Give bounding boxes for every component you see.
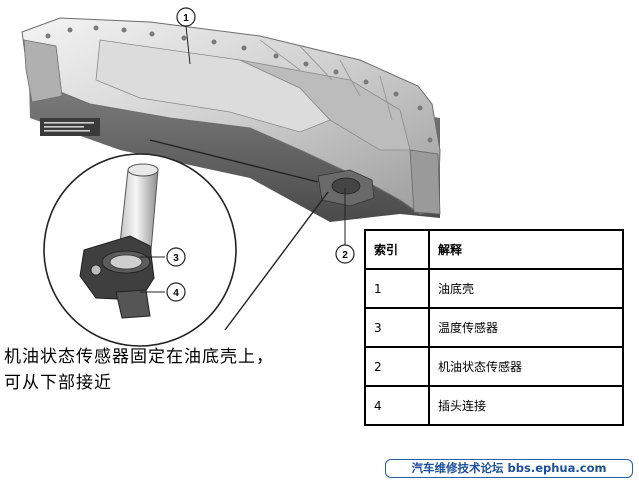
oil-condition-sensor [79, 163, 159, 319]
legend-row: 2 机油状态传感器 [364, 346, 624, 387]
legend-row: 1 油底壳 [364, 268, 624, 309]
legend-row-description: 插头连接 [428, 385, 624, 426]
callout-2-label: 2 [342, 250, 348, 261]
legend-row-index: 3 [364, 307, 430, 348]
callout-4-label: 4 [173, 288, 179, 299]
callout-leaders [140, 25, 346, 293]
callout-3: 3 [166, 247, 186, 267]
callout-1: 1 [176, 7, 196, 27]
legend-header-description: 解释 [428, 229, 624, 270]
callout-4: 4 [166, 282, 186, 302]
legend-row-index: 1 [364, 268, 430, 309]
callout-1-label: 1 [183, 13, 189, 24]
legend-row-description: 温度传感器 [428, 307, 624, 348]
watermark: 汽车维修技术论坛 bbs.ephua.com [385, 459, 633, 478]
caption: 机油状态传感器固定在油底壳上， 可从下部接近 [4, 344, 354, 396]
legend-header-row: 索引 解释 [364, 229, 624, 270]
legend-row: 3 温度传感器 [364, 307, 624, 348]
legend-row-index: 2 [364, 346, 430, 387]
legend-table: 索引 解释 1 油底壳 3 温度传感器 2 机油状态传感器 4 插头连接 [364, 229, 624, 426]
legend-row-description: 油底壳 [428, 268, 624, 309]
legend-header-index: 索引 [364, 229, 430, 270]
legend-row: 4 插头连接 [364, 385, 624, 426]
oil-pan [21, 17, 441, 222]
legend-row-index: 4 [364, 385, 430, 426]
caption-line-1: 机油状态传感器固定在油底壳上， [4, 347, 274, 367]
caption-line-2: 可从下部接近 [4, 373, 112, 393]
callout-3-label: 3 [173, 253, 179, 264]
callout-2: 2 [335, 244, 355, 264]
legend-row-description: 机油状态传感器 [428, 346, 624, 387]
